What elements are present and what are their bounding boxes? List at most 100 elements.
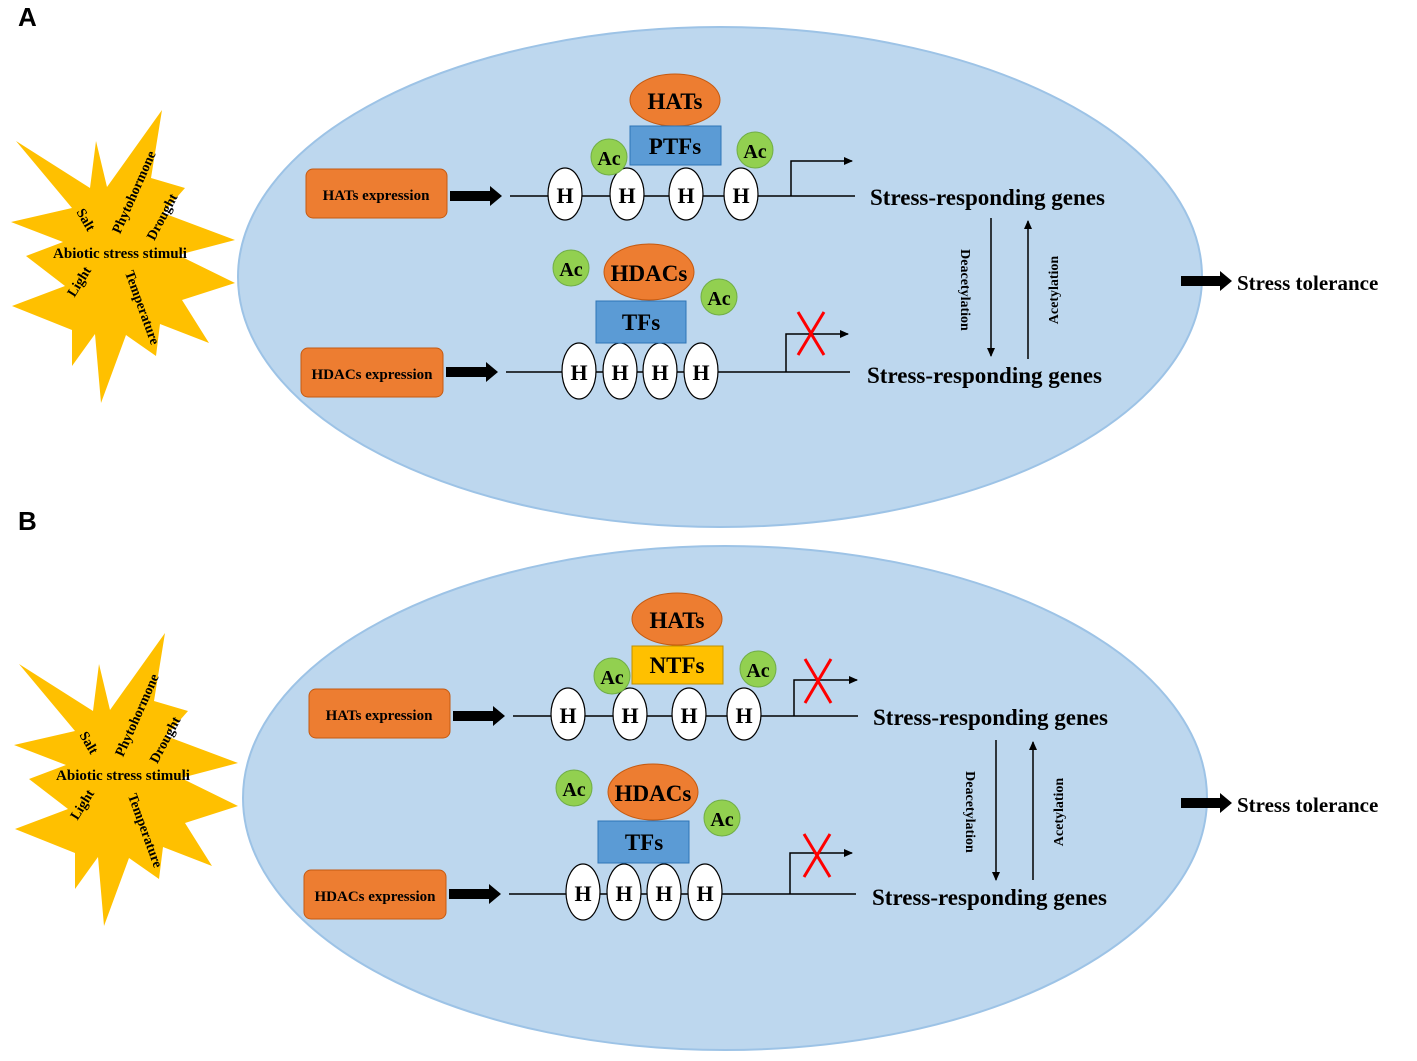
- expression-arrow: [449, 884, 501, 904]
- outcome-label: Stress tolerance: [1237, 271, 1378, 295]
- histone-label: H: [732, 183, 749, 208]
- hdacs-row: HDACs expression H H H H HDACs TFs Ac Ac: [303, 763, 1107, 921]
- factor-box: [597, 820, 690, 864]
- enzyme-label: HATs: [650, 608, 705, 633]
- histone-label: H: [692, 360, 709, 385]
- histone: [726, 687, 762, 741]
- hdacs-expression-label: HDACs expression: [312, 367, 434, 383]
- histone: [547, 167, 583, 221]
- histone: [561, 342, 597, 400]
- histone-label: H: [556, 183, 573, 208]
- enzyme-ellipse: [603, 243, 695, 301]
- expression-arrow: [453, 706, 505, 726]
- block-mark: [803, 658, 833, 704]
- factor-box: [631, 645, 724, 685]
- histone-label: H: [615, 881, 632, 906]
- hats-expression-label: HATs expression: [323, 188, 430, 204]
- acetyl-label: Ac: [559, 259, 582, 281]
- histone-label: H: [655, 881, 672, 906]
- histone-label: H: [570, 360, 587, 385]
- acetylation-label: Acetylation: [1052, 778, 1067, 847]
- acetyl-group: [739, 650, 777, 688]
- histone-label: H: [618, 183, 635, 208]
- factor-label: TFs: [622, 310, 660, 335]
- panel-label: A: [18, 2, 37, 32]
- acetyl-group: [700, 278, 738, 316]
- outcome-arrow: [1181, 271, 1232, 291]
- hdacs-expression-label: HDACs expression: [315, 889, 437, 905]
- factor-label: NTFs: [650, 653, 705, 678]
- stimuli-center-label: Abiotic stress stimuli: [53, 246, 187, 262]
- factor-label: PTFs: [649, 134, 701, 159]
- histone-label: H: [651, 360, 668, 385]
- block-mark: [802, 833, 832, 878]
- panel-b: B Abiotic stress stimuli Salt Phytohormo…: [14, 506, 1378, 1051]
- genes-label: Stress-responding genes: [872, 885, 1107, 910]
- acetyl-label: Ac: [746, 660, 769, 682]
- stimuli-center-label: Abiotic stress stimuli: [56, 768, 190, 784]
- histone: [565, 863, 601, 921]
- acetyl-label: Ac: [743, 141, 766, 163]
- hats-expression-box: [308, 688, 451, 739]
- histone-label: H: [680, 703, 697, 728]
- factor-box: [629, 125, 722, 166]
- outcome-label: Stress tolerance: [1237, 793, 1378, 817]
- genes-label: Stress-responding genes: [873, 705, 1108, 730]
- deacetylation-label: Deacetylation: [962, 771, 977, 853]
- transcription-start-arrow: [790, 157, 853, 196]
- histone: [671, 687, 707, 741]
- histone-label: H: [559, 703, 576, 728]
- acetyl-group: [552, 249, 590, 287]
- acetyl-label: Ac: [707, 288, 730, 310]
- histone: [668, 167, 704, 221]
- hats-expression-box: [305, 168, 448, 219]
- acetyl-group: [703, 799, 741, 837]
- acetyl-group: [736, 131, 774, 169]
- hdacs-row: HDACs expression H H H H HDACs TFs Ac Ac: [300, 243, 1102, 400]
- hdacs-expression-box: [300, 347, 444, 398]
- genes-label: Stress-responding genes: [870, 185, 1105, 210]
- acetyl-group: [555, 769, 593, 807]
- enzyme-label: HDACs: [611, 261, 688, 286]
- hats-row: HATs expression H H H H HATs PTFs Ac Ac …: [305, 73, 1105, 221]
- acetyl-group: [593, 657, 631, 695]
- expression-arrow: [450, 186, 502, 206]
- histone-label: H: [611, 360, 628, 385]
- histone: [646, 863, 682, 921]
- histone: [609, 167, 645, 221]
- histone-label: H: [696, 881, 713, 906]
- stimuli-starburst: Abiotic stress stimuli Salt Phytohormone…: [14, 633, 238, 926]
- histone: [683, 342, 719, 400]
- histone-label: H: [621, 703, 638, 728]
- enzyme-label: HDACs: [615, 781, 692, 806]
- histone-label: H: [677, 183, 694, 208]
- panel-a: A Abiotic stress stimuli Salt Phytohormo…: [11, 2, 1378, 528]
- expression-arrow: [446, 362, 498, 382]
- hdacs-expression-box: [303, 869, 447, 920]
- transcription-start-arrow: [789, 849, 853, 894]
- factor-box: [595, 300, 687, 344]
- histone: [606, 863, 642, 921]
- hats-expression-label: HATs expression: [326, 708, 433, 724]
- acetyl-label: Ac: [562, 779, 585, 801]
- acetyl-label: Ac: [710, 809, 733, 831]
- acetylation-label: Acetylation: [1047, 256, 1062, 325]
- deacetylation-label: Deacetylation: [957, 249, 972, 331]
- acetyl-group: [590, 138, 628, 176]
- histone: [687, 863, 723, 921]
- enzyme-ellipse: [631, 592, 723, 646]
- factor-label: TFs: [625, 830, 663, 855]
- histone: [612, 687, 648, 741]
- enzyme-ellipse: [607, 763, 699, 821]
- outcome-arrow: [1181, 793, 1232, 813]
- acetyl-label: Ac: [600, 667, 623, 689]
- histone: [550, 687, 586, 741]
- histone-label: H: [735, 703, 752, 728]
- transcription-start-arrow: [793, 676, 858, 716]
- genes-label: Stress-responding genes: [867, 363, 1102, 388]
- hats-row: HATs expression H H H H HATs NTFs Ac Ac: [308, 592, 1108, 741]
- stimuli-starburst: Abiotic stress stimuli Salt Phytohormone…: [11, 110, 235, 403]
- enzyme-label: HATs: [648, 89, 703, 114]
- panel-label: B: [18, 506, 37, 536]
